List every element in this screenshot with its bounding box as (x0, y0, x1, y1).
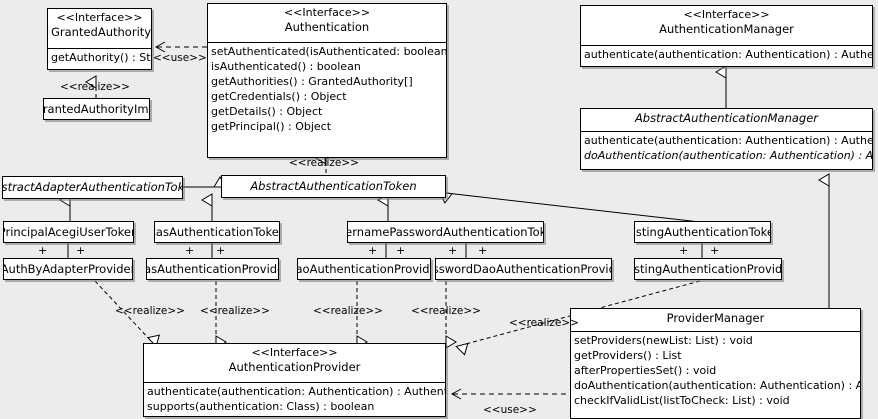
class-abstract-adapter-authentication-token[interactable]: AbstractAdapterAuthenticationToken (2, 176, 183, 199)
class-name-label: CasAuthenticationToken (154, 224, 280, 239)
class-authentication-provider[interactable]: <<Interface>> AuthenticationProvider aut… (143, 343, 446, 417)
class-header: <<Interface>> AuthenticationProvider (144, 344, 445, 382)
class-provider-manager[interactable]: ProviderManager setProviders(newList: Li… (570, 308, 861, 419)
assoc-marker-plus: + (478, 244, 488, 257)
class-testing-authentication-provider[interactable]: TestingAuthenticationProvider (634, 258, 782, 280)
operation-item: getDetails() : Object (211, 105, 323, 118)
class-auth-by-adapter-provider[interactable]: AuthByAdapterProvider (3, 258, 133, 280)
assoc-marker-plus: + (679, 244, 689, 257)
class-username-password-authentication-token[interactable]: UsernamePasswordAuthenticationToken (347, 221, 544, 243)
assoc-marker-plus: + (38, 244, 48, 257)
edge-label-realize-dao-provider: <<realize>> (313, 305, 383, 317)
operations-compartment: authenticate(authentication: Authenticat… (581, 131, 872, 165)
edge-generalize-testing-authentication-token (439, 191, 701, 223)
operation-item: getAuthorities() : GrantedAuthority[] (211, 75, 413, 88)
class-header: <<Interface>> GrantedAuthority (48, 9, 151, 48)
operations-compartment: authenticate(authentication: Authenticat… (144, 382, 445, 416)
class-authentication-manager[interactable]: <<Interface>> AuthenticationManager auth… (580, 5, 873, 67)
operation-item: authenticate(authentication: Authenticat… (147, 385, 445, 398)
class-cas-authentication-provider[interactable]: CasAuthenticationProvider (146, 258, 279, 280)
edge-label-realize-auth-by-adapter: <<realize>> (115, 305, 185, 317)
operation-item: authenticate(authentication: Authenticat… (584, 134, 872, 147)
edge-label-realize-testing-provider: <<realize>> (509, 317, 579, 329)
class-header: AbstractAuthenticationManager (581, 109, 872, 131)
class-abstract-authentication-token[interactable]: AbstractAuthenticationToken (221, 175, 446, 198)
operation-item: getPrincipal() : Object (211, 120, 332, 133)
class-name-label: AbstractAdapterAuthenticationToken (2, 180, 182, 194)
assoc-marker-plus: + (448, 244, 458, 257)
operations-compartment: setAuthenticated(isAuthenticated: boolea… (208, 42, 446, 136)
stereotype-label: <<Interface>> (56, 11, 143, 24)
operation-item: checkIfValidList(listToCheck: List) : vo… (574, 394, 790, 407)
class-name-label: AuthenticationProvider (228, 360, 361, 374)
assoc-marker-plus: + (216, 244, 226, 257)
class-granted-authority-impl[interactable]: GrantedAuthorityImpl (43, 98, 150, 120)
class-header: <<Interface>> AuthenticationManager (581, 6, 872, 45)
class-principal-acegi-user-token[interactable]: PrincipalAcegiUserToken (3, 221, 134, 243)
class-cas-authentication-token[interactable]: CasAuthenticationToken (154, 221, 280, 243)
assoc-marker-plus: + (76, 244, 86, 257)
class-granted-authority[interactable]: <<Interface>> GrantedAuthority getAuthor… (47, 8, 152, 70)
operation-item: doAuthentication(authentication: Authent… (574, 379, 860, 392)
class-name-label: AbstractAuthenticationToken (250, 179, 417, 193)
class-name-label: GrantedAuthorityImpl (43, 101, 149, 116)
class-name-label: PasswordDaoAuthenticationProvider (436, 261, 611, 276)
operation-item: authenticate(authentication: Authenticat… (584, 48, 872, 61)
operation-item: isAuthenticated() : boolean (211, 60, 361, 73)
operation-item: supports(authentication: Class) : boolea… (147, 400, 375, 413)
operation-item: getAuthority() : String (51, 51, 151, 64)
class-name-label: TestingAuthenticationToken (635, 224, 770, 239)
class-name-label: DaoAuthenticationProvider (298, 261, 430, 276)
assoc-marker-plus: + (396, 244, 406, 257)
class-name-label: AuthenticationManager (659, 22, 794, 36)
assoc-marker-plus: + (710, 244, 720, 257)
edge-label-use-granted-authority: <<use>> (153, 52, 207, 64)
edge-label-realize-password-dao-provider: <<realize>> (411, 305, 481, 317)
class-dao-authentication-provider[interactable]: DaoAuthenticationProvider (297, 258, 431, 280)
operation-item: getCredentials() : Object (211, 90, 347, 103)
class-name-label: CasAuthenticationProvider (147, 261, 278, 276)
class-name-label: AuthByAdapterProvider (3, 261, 133, 276)
class-header: <<Interface>> Authentication (208, 4, 446, 42)
class-testing-authentication-token[interactable]: TestingAuthenticationToken (634, 221, 771, 243)
edge-label-realize-abstract-authentication-token: <<realize>> (289, 157, 359, 169)
class-authentication[interactable]: <<Interface>> Authentication setAuthenti… (207, 3, 447, 158)
class-abstract-authentication-manager[interactable]: AbstractAuthenticationManager authentica… (580, 108, 873, 170)
stereotype-label: <<Interface>> (251, 346, 338, 359)
operations-compartment: setProviders(newList: List) : void getPr… (571, 331, 860, 410)
operation-item: doAuthentication(authentication: Authent… (584, 149, 872, 162)
edge-label-use-provider-manager: <<use>> (483, 404, 537, 416)
class-name-label: UsernamePasswordAuthenticationToken (348, 224, 543, 239)
class-header: ProviderManager (571, 309, 860, 331)
edge-label-realize-cas-provider: <<realize>> (200, 305, 270, 317)
assoc-marker-plus: + (185, 244, 195, 257)
operations-compartment: authenticate(authentication: Authenticat… (581, 45, 872, 64)
operation-item: setProviders(newList: List) : void (574, 334, 753, 347)
operation-item: setAuthenticated(isAuthenticated: boolea… (211, 45, 446, 58)
stereotype-label: <<Interface>> (283, 6, 371, 19)
class-name-label: ProviderManager (666, 311, 765, 325)
class-name-label: GrantedAuthority (51, 25, 151, 39)
assoc-marker-plus: + (368, 244, 378, 257)
class-name-label: Authentication (284, 20, 370, 34)
operation-item: getProviders() : List (574, 349, 682, 362)
class-name-label: PrincipalAcegiUserToken (3, 224, 134, 239)
operations-compartment: getAuthority() : String (48, 48, 151, 67)
class-name-label: AbstractAuthenticationManager (634, 111, 819, 125)
edge-label-realize-granted-authority-impl: <<realize>> (60, 81, 130, 93)
class-password-dao-authentication-provider[interactable]: PasswordDaoAuthenticationProvider (435, 258, 612, 280)
stereotype-label: <<Interface>> (683, 8, 770, 21)
operation-item: afterPropertiesSet() : void (574, 364, 717, 377)
class-name-label: TestingAuthenticationProvider (634, 261, 782, 276)
